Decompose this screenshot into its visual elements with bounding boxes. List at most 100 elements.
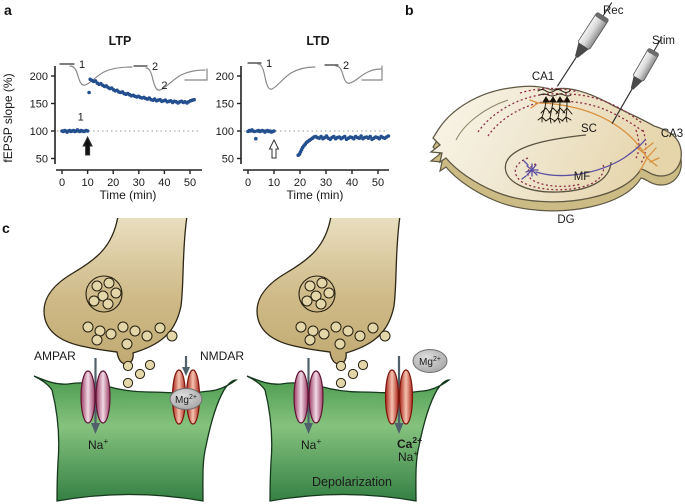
synapse-resting: Mg2+ AMPAR NMDAR Na+	[33, 218, 244, 502]
open-induction-arrow	[268, 138, 280, 159]
y-axis-label: fEPSP slope (%)	[1, 73, 15, 162]
x-tick-label: 10	[81, 177, 93, 189]
recording-electrode	[556, 2, 613, 87]
na-flux-arrowhead	[304, 423, 313, 434]
x-tick-label: 20	[294, 177, 306, 189]
nmdar-channel	[384, 369, 400, 425]
mf-label: MF	[574, 171, 591, 183]
y-tick-label: 50	[36, 154, 48, 166]
inset2-trace	[335, 65, 382, 84]
ltd-plot-area: 50 100 150 200 0 10 20 30 40 50	[216, 66, 391, 189]
ltd-title: LTD	[306, 34, 329, 48]
inset2-label: 2	[152, 61, 158, 73]
na-flux-arrowhead	[91, 423, 100, 434]
x-tick-label: 40	[346, 177, 358, 189]
ampar-channel	[293, 370, 309, 424]
ampar-channel	[80, 370, 96, 424]
inset2-label: 2	[343, 60, 349, 72]
ca1-label: CA1	[532, 71, 554, 83]
magnesium-block	[169, 388, 203, 410]
hippocampus-diagram: Rec Stim CA1 SC CA3 MF DG	[429, 2, 683, 226]
ltp-inset-traces: 1 2	[59, 59, 208, 91]
trace-ref-label: 1	[78, 112, 84, 124]
dg-purple-neuron	[521, 139, 646, 180]
ampar-channel	[308, 370, 324, 424]
sc-pathway-dotted	[487, 100, 645, 137]
inset1-trace	[257, 63, 316, 90]
ampar-channel	[95, 370, 111, 424]
inset1-label: 1	[266, 58, 272, 70]
x-tick-label: 50	[372, 177, 384, 189]
y-tick-label: 200	[216, 71, 234, 83]
dotted-pathways	[477, 87, 647, 191]
depolarization-label: Depolarization	[312, 475, 392, 489]
y-tick-label: 50	[222, 154, 234, 166]
mg-ion-label: Mg2+	[419, 356, 441, 368]
nmdar-channel	[398, 369, 414, 425]
panel-c-label: c	[2, 220, 10, 236]
y-tick-label: 150	[30, 99, 48, 111]
x-axis-label: Time (min)	[100, 188, 157, 202]
x-tick-label: 0	[245, 177, 251, 189]
inset2-trace	[145, 67, 206, 91]
x-tick-label: 40	[158, 177, 170, 189]
nmdar-label: NMDAR	[200, 349, 244, 363]
ampar-label: AMPAR	[34, 349, 76, 363]
data-point	[85, 129, 90, 133]
x-tick-label: 0	[59, 177, 65, 189]
scale-bar	[361, 65, 383, 81]
stim-label: Stim	[652, 35, 675, 47]
dg-label: DG	[557, 214, 574, 226]
sc-pathway-dotted	[477, 93, 644, 133]
y-tick-label: 100	[30, 126, 48, 138]
top-inner-line	[455, 99, 509, 141]
y-tick-label: 200	[30, 71, 48, 83]
synapse-depolarized: Mg2+ Na+ Ca2+ Na+ Depolarization	[246, 218, 450, 502]
x-tick-label: 20	[107, 177, 119, 189]
x-axis-label: Time (min)	[287, 188, 344, 202]
ca-flux-arrowhead	[394, 423, 404, 434]
synapse-diagram: Mg2+ AMPAR NMDAR Na+ Mg2+ Na+ Ca2+	[33, 218, 450, 502]
ca3-label: CA3	[661, 128, 683, 140]
scale-bar	[184, 68, 208, 81]
x-tick-label: 30	[320, 177, 332, 189]
data-point	[87, 90, 91, 95]
stimulating-electrode	[611, 38, 662, 124]
y-tick-label: 150	[216, 99, 234, 111]
na-ion-label: Na+	[398, 448, 418, 464]
hippocampal-fissure	[504, 134, 612, 193]
mf-pathway-dotted	[527, 163, 582, 188]
ltp-title: LTP	[109, 34, 132, 48]
data-point	[386, 134, 391, 138]
data-point	[272, 129, 276, 133]
ca-ion-label: Ca2+	[397, 435, 422, 451]
data-point	[254, 136, 258, 141]
inset1-trace	[69, 65, 133, 86]
data-point	[342, 134, 347, 139]
rec-label: Rec	[603, 5, 624, 17]
mf-pathway-dotted	[514, 157, 605, 191]
na-ion-label: Na+	[301, 436, 321, 452]
data-point	[192, 97, 196, 102]
data-point	[368, 134, 372, 139]
mg-ion-label: Mg2+	[175, 394, 197, 406]
sc-label: SC	[581, 123, 597, 135]
panel-a-label: a	[4, 2, 12, 18]
filled-induction-arrow	[82, 135, 93, 156]
blocked-arrowhead	[182, 367, 190, 376]
ca3-pathway-dotted	[634, 129, 640, 161]
data-point	[359, 134, 363, 138]
y-tick-label: 100	[216, 126, 234, 138]
ltd-inset-traces: 1 2	[247, 58, 383, 90]
na-ion-label: Na+	[88, 436, 108, 452]
inset1-label: 1	[79, 59, 85, 71]
x-tick-label: 10	[268, 177, 280, 189]
ca1-pyramidal-neurons	[537, 89, 573, 124]
sc-pathway-dotted	[519, 87, 579, 94]
magnesium-expelled	[412, 349, 448, 373]
ltp-chart: LTP fEPSP slope (%) Time (min) 1 2 50100…	[1, 34, 208, 202]
x-tick-label: 30	[133, 177, 145, 189]
ca3-orange-neuron	[529, 99, 660, 172]
